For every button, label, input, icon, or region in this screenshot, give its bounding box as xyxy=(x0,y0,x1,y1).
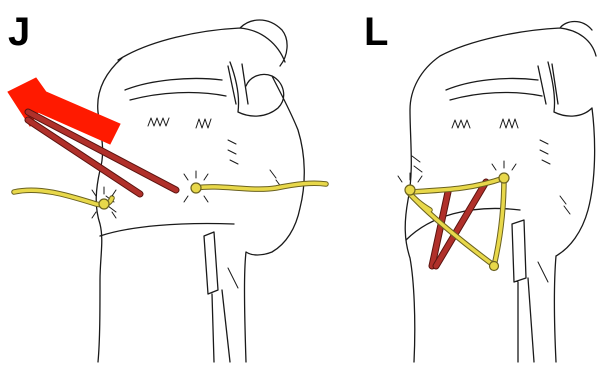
panel-j-hatching xyxy=(106,118,282,288)
panel-l-suture xyxy=(398,161,516,271)
panel-l-drawing xyxy=(398,22,596,363)
panel-j-acromion xyxy=(125,64,248,104)
panel-j-suture xyxy=(14,171,326,218)
panel-j-biceps-stump xyxy=(204,232,230,362)
panel-j-drawing xyxy=(8,20,326,362)
panel-l-acromion xyxy=(446,64,558,104)
panel-l-biceps-stump xyxy=(512,220,534,362)
